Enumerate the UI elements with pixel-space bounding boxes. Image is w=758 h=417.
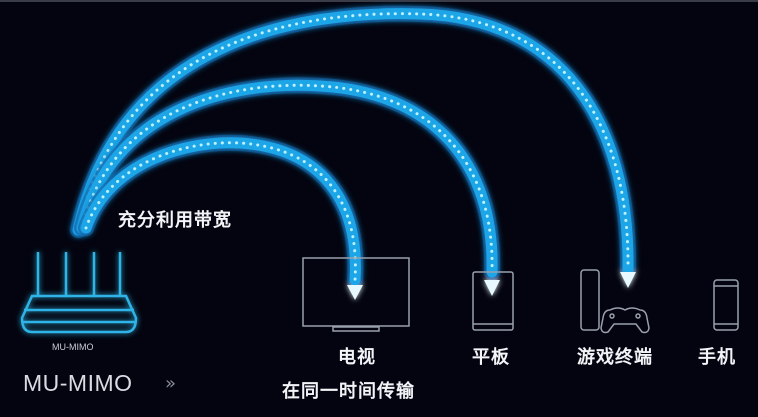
stream-arc-tablet [74,77,501,296]
tablet-icon [472,271,514,331]
device-label-tv: 电视 [338,347,376,368]
top-border [0,0,758,2]
device-label-phone: 手机 [698,347,736,368]
game-console-icon [580,269,650,334]
tv-icon [302,257,410,332]
arrow-head-icon [347,285,363,300]
footer-title: MU-MIMO [23,370,133,396]
headline: 充分利用带宽 [118,210,232,231]
footer-subtitle: 在同一时间传输 [282,381,415,402]
router-icon [20,252,138,334]
chevron-right-icon: » [165,373,177,394]
router-caption: MU-MIMO [52,342,94,352]
stream-arc-tv [78,134,364,300]
stream-arc-game-console [70,5,637,288]
arrow-head-icon [620,272,636,288]
phone-icon [713,279,739,331]
arrow-head-icon [484,280,500,296]
device-label-tablet: 平板 [472,347,510,368]
device-label-game-console: 游戏终端 [577,347,653,368]
